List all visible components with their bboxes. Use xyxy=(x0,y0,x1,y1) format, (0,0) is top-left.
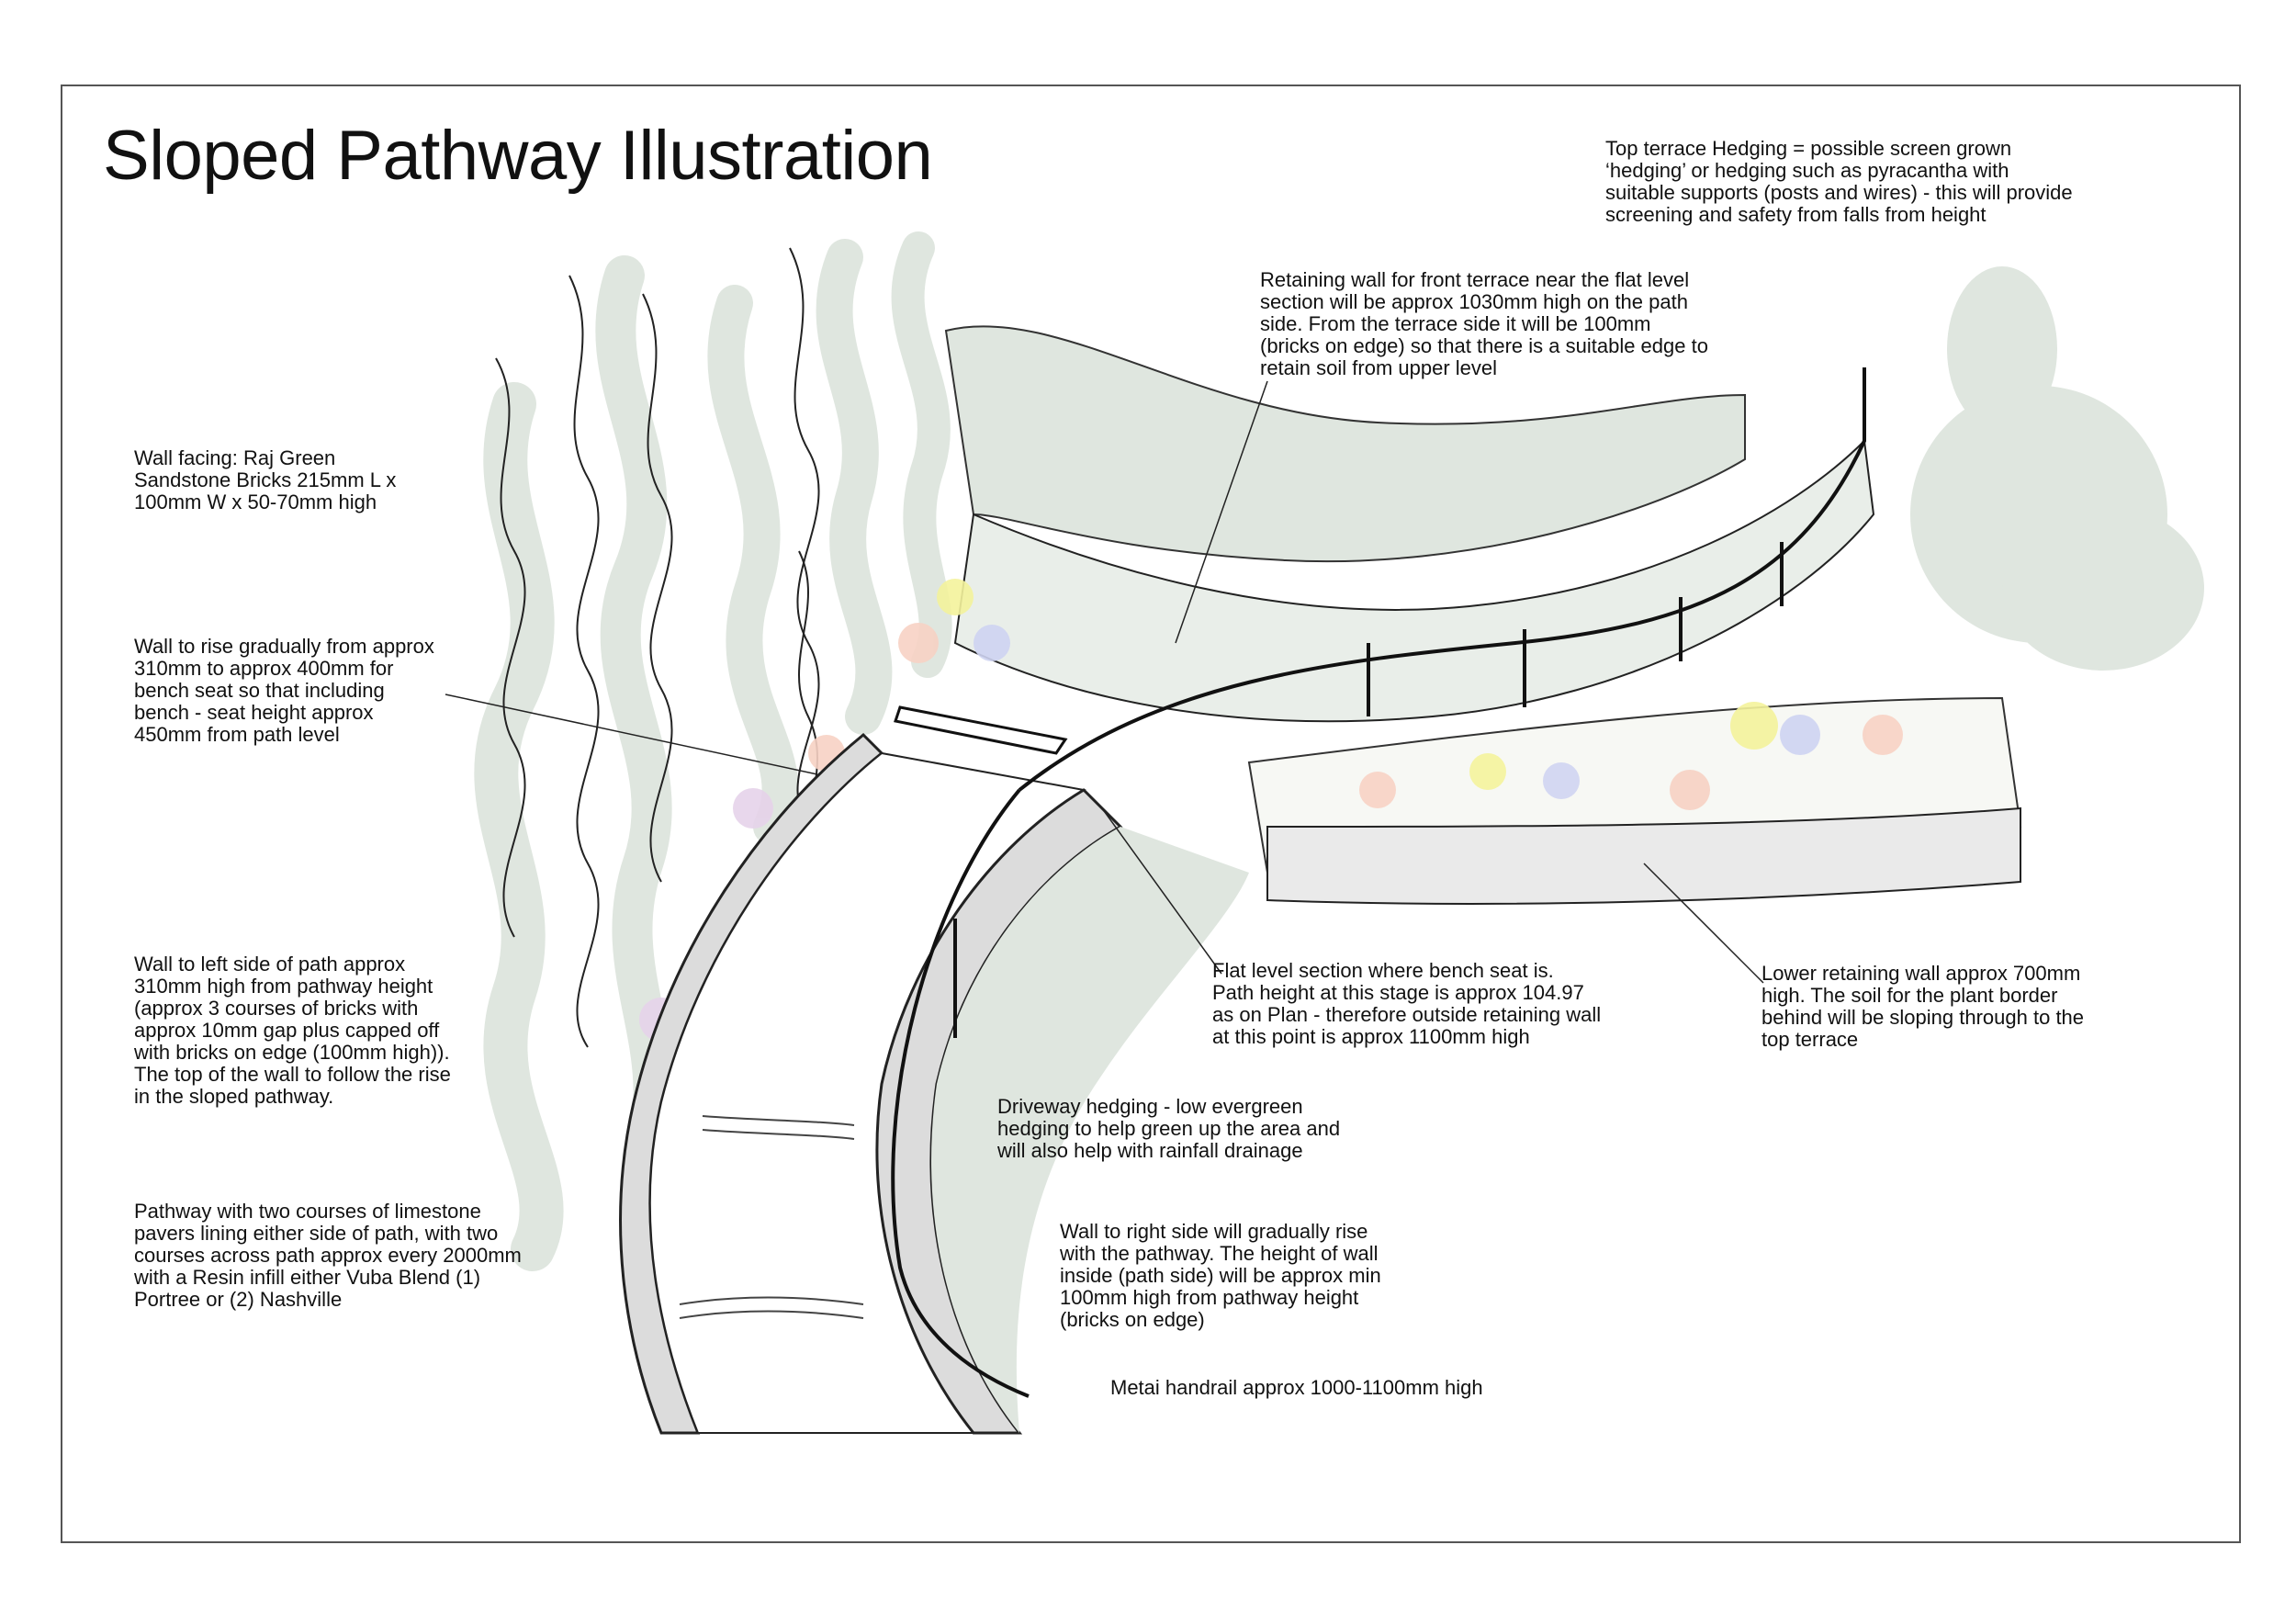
annotation-wall-facing: Wall facing: Raj Green Sandstone Bricks … xyxy=(134,446,397,513)
bench-seat xyxy=(894,705,1068,755)
annotation-wall-right: Wall to right side will gradually rise w… xyxy=(1060,1220,1381,1331)
driveway-hedge xyxy=(931,827,1249,1433)
paver-courses xyxy=(679,1115,864,1319)
upper-terrace-wall xyxy=(953,438,1875,723)
flowers xyxy=(639,579,1903,1042)
lower-retaining-wall xyxy=(1266,806,2021,905)
metal-handrail xyxy=(891,367,1866,1398)
drawing-frame xyxy=(61,85,2241,1543)
annotation-flat-level: Flat level section where bench seat is. … xyxy=(1212,959,1602,1048)
annotation-pathway: Pathway with two courses of limestone pa… xyxy=(134,1200,522,1311)
annotation-handrail: Metai handrail approx 1000-1100mm high xyxy=(1110,1376,1483,1399)
annotation-retaining-front: Retaining wall for front terrace near th… xyxy=(1260,268,1708,379)
annotation-lower-wall: Lower retaining wall approx 700mm high. … xyxy=(1761,962,2085,1051)
right-tree xyxy=(1910,266,2204,671)
annotation-wall-rise: Wall to rise gradually from approx 310mm… xyxy=(134,635,434,746)
top-terrace-hedge xyxy=(944,325,1746,563)
leader-lines xyxy=(445,380,1764,984)
annotation-top-hedging: Top terrace Hedging = possible screen gr… xyxy=(1605,137,2073,226)
annotation-driveway: Driveway hedging - low evergreen hedging… xyxy=(997,1095,1341,1162)
left-foliage-lines xyxy=(495,247,820,1048)
page-title: Sloped Pathway Illustration xyxy=(103,117,933,195)
annotation-wall-left: Wall to left side of path approx 310mm h… xyxy=(134,953,451,1108)
